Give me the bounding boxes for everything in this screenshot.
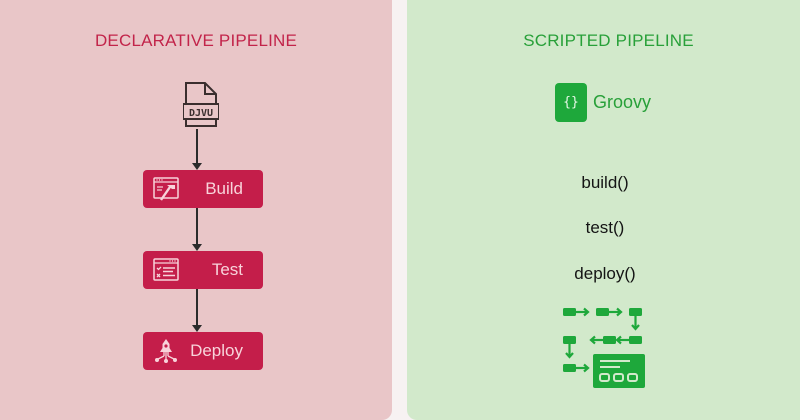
scripted-pipeline-title: SCRIPTED PIPELINE [523,31,694,50]
build-function: build() [581,173,629,192]
arrow-down-icon [192,325,202,332]
arrow-down-icon [192,163,202,170]
connector-line [196,208,198,244]
connector-line [196,289,198,325]
test-step[interactable]: Test [143,251,263,289]
build-hammer-icon [153,177,179,201]
build-step[interactable]: Build [143,170,263,208]
curly-braces-icon: {} [555,83,587,122]
scripted-pipeline-panel: SCRIPTED PIPELINE [407,0,800,420]
test-checklist-icon [153,258,179,281]
djvu-file-icon: DJVU [183,82,219,127]
groovy-language: {} Groovy [555,83,651,122]
deploy-step-label: Deploy [190,341,243,360]
deploy-function: deploy() [574,264,636,283]
connector-line [196,129,198,163]
arrow-down-icon [192,244,202,251]
test-function: test() [585,218,625,237]
svg-text:DJVU: DJVU [189,108,213,119]
declarative-pipeline-title: DECLARATIVE PIPELINE [94,31,298,50]
deploy-step[interactable]: Deploy [143,332,263,370]
pipeline-flow-icon [563,307,645,388]
build-step-label: Build [205,179,243,198]
deploy-rocket-icon [155,339,177,363]
test-step-label: Test [211,260,243,279]
groovy-label: Groovy [593,92,652,112]
